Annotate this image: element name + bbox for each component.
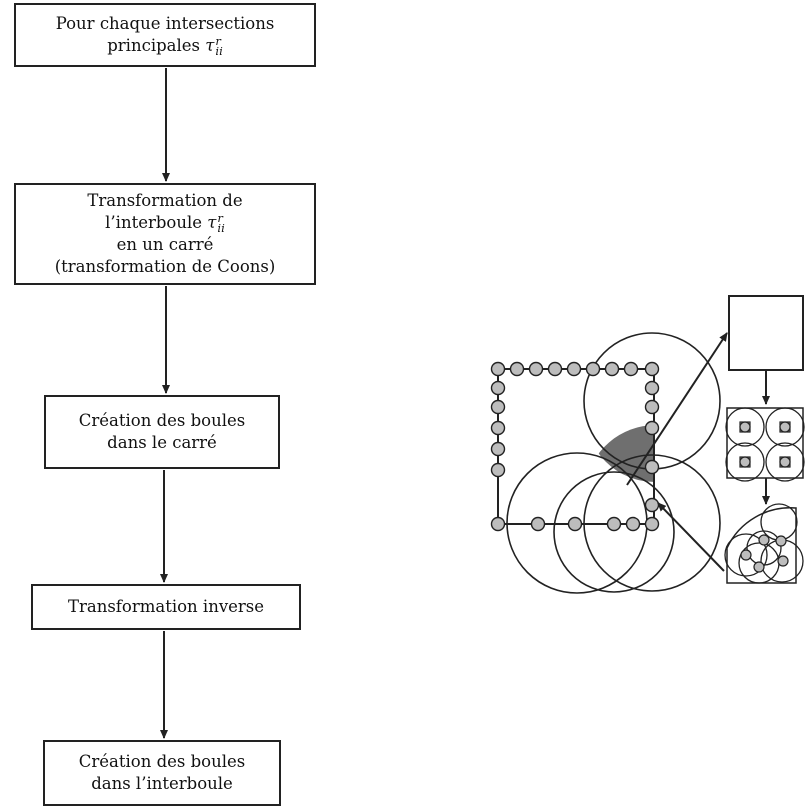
flow-step-3-line2: dans le carré xyxy=(107,433,217,452)
inverse-mapped-balls xyxy=(724,503,804,584)
flow-step-5-line2: dans l’interboule xyxy=(91,774,233,793)
flow-step-2-line3: en un carré xyxy=(116,235,214,255)
flow-step-5-box: Création des boules dans l’interboule xyxy=(43,740,281,806)
flow-step-2-sub: ii xyxy=(217,220,225,235)
flow-step-2-line1: Transformation de xyxy=(87,190,243,210)
flow-step-5-line1: Création des boules xyxy=(78,752,246,771)
flow-arrows xyxy=(160,68,170,739)
big-circle-bottom-middle xyxy=(553,471,675,593)
flow-step-1-line1: Pour chaque intersections xyxy=(55,13,275,33)
mapping-arrows xyxy=(626,332,770,572)
square-balls-grid xyxy=(725,407,805,482)
flow-step-4-line1: Transformation inverse xyxy=(67,597,265,616)
arrow-inverse-to-region xyxy=(657,502,725,572)
unit-square xyxy=(728,295,804,371)
flow-step-2-sup: r xyxy=(217,211,223,226)
flow-step-1-sup: r xyxy=(215,34,221,49)
flow-step-4-box: Transformation inverse xyxy=(31,584,301,630)
coons-square-target xyxy=(728,295,804,371)
arrow-region-to-square xyxy=(626,332,728,486)
flow-step-1-sub: ii xyxy=(215,43,223,58)
flow-step-1-line2: principales xyxy=(107,35,200,55)
flow-step-3-line1: Création des boules xyxy=(78,411,246,430)
flow-step-2-line4: (transformation de Coons) xyxy=(54,257,276,277)
flow-step-3-box: Création des boules dans le carré xyxy=(44,395,280,469)
flow-step-2-line2: l’interboule xyxy=(105,212,203,232)
flow-step-1-symbol: τ xyxy=(205,35,215,55)
flow-step-2-symbol: τ xyxy=(207,212,217,232)
boundary-balls xyxy=(490,361,660,532)
